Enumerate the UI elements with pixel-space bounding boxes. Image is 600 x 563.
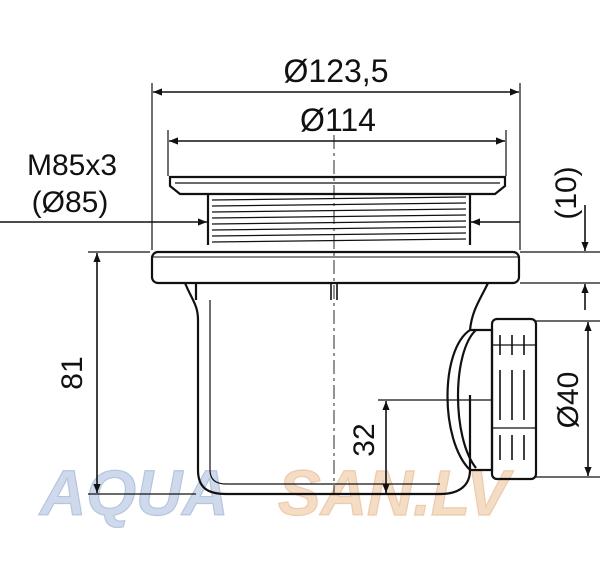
drain-body <box>150 175 538 496</box>
label-thread-spec: M85x3 <box>27 149 117 182</box>
label-outlet-diameter: Ø40 <box>552 372 585 429</box>
top-cover-disc <box>168 175 507 196</box>
thread-section <box>206 194 472 245</box>
dimension-labels: Ø123,5 Ø114 M85x3 (Ø85) (10) 81 32 Ø40 <box>27 53 585 457</box>
label-outer-diameter: Ø123,5 <box>284 53 389 89</box>
flange <box>150 250 521 285</box>
watermark-aqua: AQUA <box>38 457 228 529</box>
label-outlet-height: 32 <box>348 423 381 456</box>
dimension-lines <box>0 83 600 495</box>
body-outline <box>183 282 472 496</box>
label-inner-diameter: Ø114 <box>300 102 376 138</box>
outlet-nut <box>490 317 538 481</box>
label-thread-diameter: (Ø85) <box>32 186 109 219</box>
label-flange-height: (10) <box>550 166 583 219</box>
label-body-height: 81 <box>56 356 89 389</box>
thread-lines <box>211 196 467 243</box>
outlet-elbow <box>446 329 477 471</box>
